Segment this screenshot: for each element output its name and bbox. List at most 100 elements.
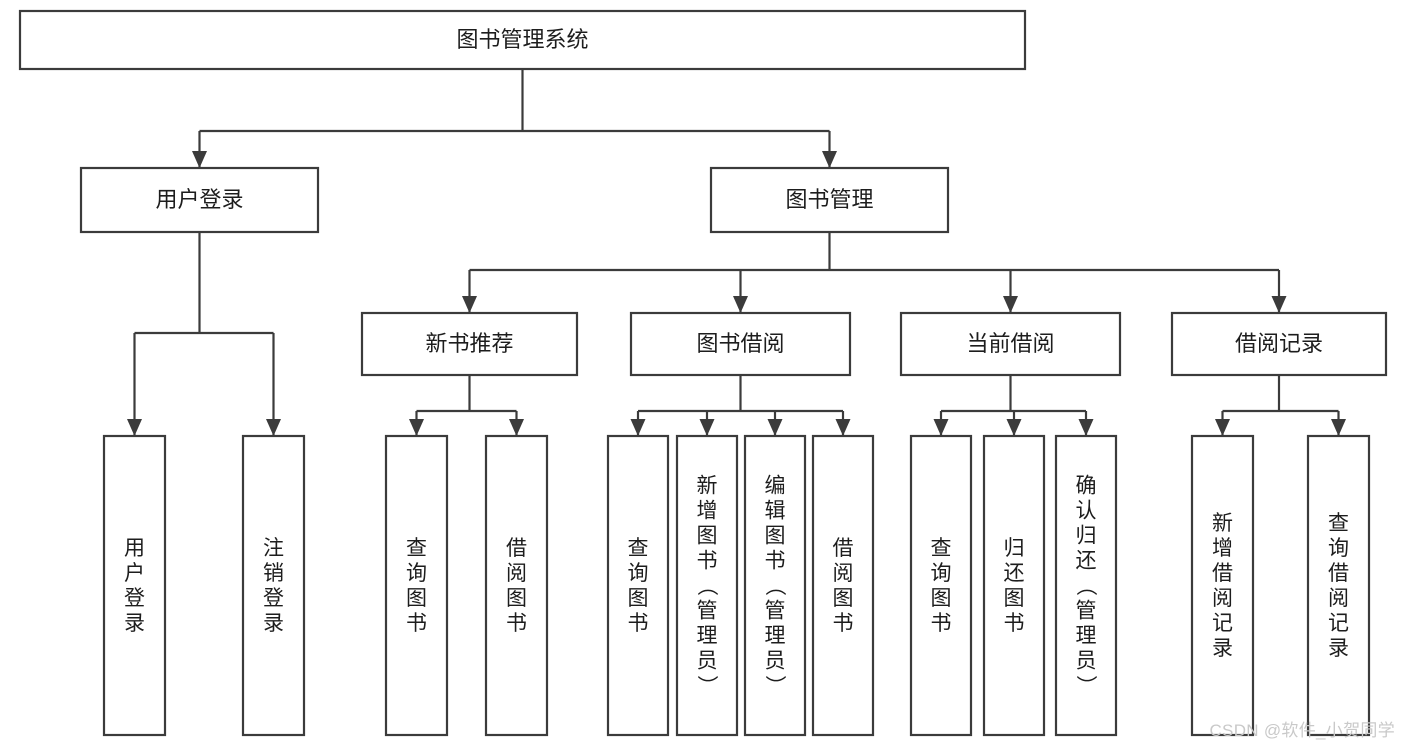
node-box-leaf-borrow-book-1 — [484, 434, 549, 737]
node-label-leaf-return-book-char-0: 归 — [1004, 537, 1025, 560]
node-leaf-user-login[interactable]: 用户登录 — [102, 434, 167, 737]
node-current-borrow[interactable]: 当前借阅 — [899, 311, 1122, 377]
node-box-leaf-add-book — [675, 434, 739, 737]
node-label-leaf-borrow-book-2-char-3: 书 — [833, 612, 854, 635]
arrow-head — [127, 419, 142, 436]
node-label-leaf-confirm-return-char-6: 理 — [1076, 625, 1097, 648]
node-label-leaf-edit-book-char-1: 辑 — [765, 500, 786, 523]
node-box-borrow-record — [1170, 311, 1388, 377]
node-label-current-borrow: 当前借阅 — [966, 331, 1054, 356]
node-label-leaf-add-record-char-2: 借 — [1212, 562, 1233, 585]
node-book-borrow[interactable]: 图书借阅 — [629, 311, 852, 377]
node-label-leaf-add-book-char-3: 书 — [697, 550, 718, 573]
node-label-leaf-query-book-2-char-1: 询 — [628, 562, 649, 585]
node-label-book-manage: 图书管理 — [785, 187, 873, 212]
node-box-leaf-add-record — [1190, 434, 1255, 737]
arrow-head — [409, 419, 424, 436]
node-label-leaf-user-logout-char-3: 录 — [263, 612, 284, 635]
node-new-book-rec[interactable]: 新书推荐 — [360, 311, 579, 377]
node-box-leaf-query-book-2 — [606, 434, 670, 737]
node-label-leaf-borrow-book-2-char-1: 阅 — [833, 562, 854, 585]
node-root[interactable]: 图书管理系统 — [18, 9, 1027, 71]
arrow-head — [630, 419, 646, 436]
node-label-leaf-query-record-char-1: 询 — [1328, 537, 1349, 560]
node-label-leaf-return-book-char-1: 还 — [1004, 562, 1025, 585]
node-label-leaf-add-book-char-2: 图 — [697, 525, 718, 548]
edges-from-new-book-rec — [409, 375, 524, 436]
arrow-head — [509, 419, 524, 436]
node-label-root: 图书管理系统 — [456, 27, 588, 52]
node-box-book-manage — [709, 166, 950, 234]
node-label-leaf-confirm-return-char-3: 还 — [1076, 550, 1097, 573]
node-label-leaf-add-book-char-0: 新 — [697, 475, 718, 498]
node-label-leaf-query-book-3-char-3: 书 — [931, 612, 952, 635]
node-label-leaf-confirm-return-char-0: 确 — [1076, 475, 1097, 498]
edges-from-current-borrow — [933, 375, 1094, 436]
arrow-head — [462, 296, 477, 313]
node-label-leaf-query-book-3-char-1: 询 — [931, 562, 952, 585]
node-label-leaf-confirm-return-char-1: 认 — [1076, 500, 1097, 523]
node-label-leaf-query-record-char-2: 借 — [1328, 562, 1349, 585]
node-box-leaf-user-login — [102, 434, 167, 737]
arrow-head — [822, 151, 837, 168]
node-label-leaf-borrow-book-1-char-2: 图 — [506, 587, 527, 610]
node-box-leaf-query-book-3 — [909, 434, 973, 737]
node-box-leaf-query-book-1 — [384, 434, 449, 737]
node-label-leaf-user-login-char-0: 用 — [124, 537, 145, 560]
node-label-leaf-user-logout-char-1: 销 — [263, 562, 284, 585]
node-label-leaf-return-book-char-2: 图 — [1004, 587, 1025, 610]
node-label-leaf-query-book-2-char-2: 图 — [628, 587, 649, 610]
node-layer: 图书管理系统用户登录图书管理新书推荐图书借阅当前借阅借阅记录用户登录注销登录查询… — [18, 9, 1388, 737]
connector-layer — [127, 69, 1346, 436]
node-book-manage[interactable]: 图书管理 — [709, 166, 950, 234]
node-label-leaf-query-record-char-3: 阅 — [1328, 587, 1349, 610]
node-label-leaf-add-book-char-6: 理 — [697, 625, 718, 648]
arrow-head — [699, 419, 715, 436]
node-label-leaf-return-book-char-3: 书 — [1004, 612, 1025, 635]
node-label-leaf-add-record-char-1: 增 — [1212, 537, 1233, 560]
edges-from-user-login — [127, 232, 281, 436]
arrow-head — [1331, 419, 1346, 436]
node-user-login[interactable]: 用户登录 — [79, 166, 320, 234]
node-box-new-book-rec — [360, 311, 579, 377]
node-label-leaf-query-book-3-char-0: 查 — [931, 537, 952, 560]
node-label-leaf-add-book-char-8: ） — [695, 675, 718, 696]
node-label-leaf-query-book-2-char-0: 查 — [628, 537, 649, 560]
arrow-head — [1078, 419, 1094, 436]
edges-from-book-manage — [462, 232, 1287, 313]
arrow-head — [1271, 296, 1287, 313]
node-label-leaf-edit-book-char-7: 员 — [765, 650, 786, 673]
node-label-leaf-add-book-char-4: （ — [695, 575, 718, 596]
arrow-head — [767, 419, 783, 436]
node-borrow-record[interactable]: 借阅记录 — [1170, 311, 1388, 377]
node-label-leaf-edit-book-char-8: ） — [763, 675, 786, 696]
node-label-leaf-user-logout-char-0: 注 — [263, 537, 284, 560]
arrow-head — [835, 419, 851, 436]
arrow-head — [192, 151, 207, 168]
edges-from-root — [192, 69, 837, 168]
node-label-leaf-add-record-char-5: 录 — [1212, 637, 1233, 660]
node-label-leaf-borrow-book-2-char-2: 图 — [833, 587, 854, 610]
edges-from-book-borrow — [630, 375, 851, 436]
node-label-leaf-query-record-char-0: 查 — [1328, 512, 1349, 535]
node-box-leaf-return-book — [982, 434, 1046, 737]
node-label-leaf-query-book-1-char-3: 书 — [406, 612, 427, 635]
node-label-leaf-user-login-char-1: 户 — [124, 562, 145, 585]
node-label-book-borrow: 图书借阅 — [696, 331, 784, 356]
node-label-leaf-add-record-char-3: 阅 — [1212, 587, 1233, 610]
node-label-leaf-borrow-book-1-char-1: 阅 — [506, 562, 527, 585]
